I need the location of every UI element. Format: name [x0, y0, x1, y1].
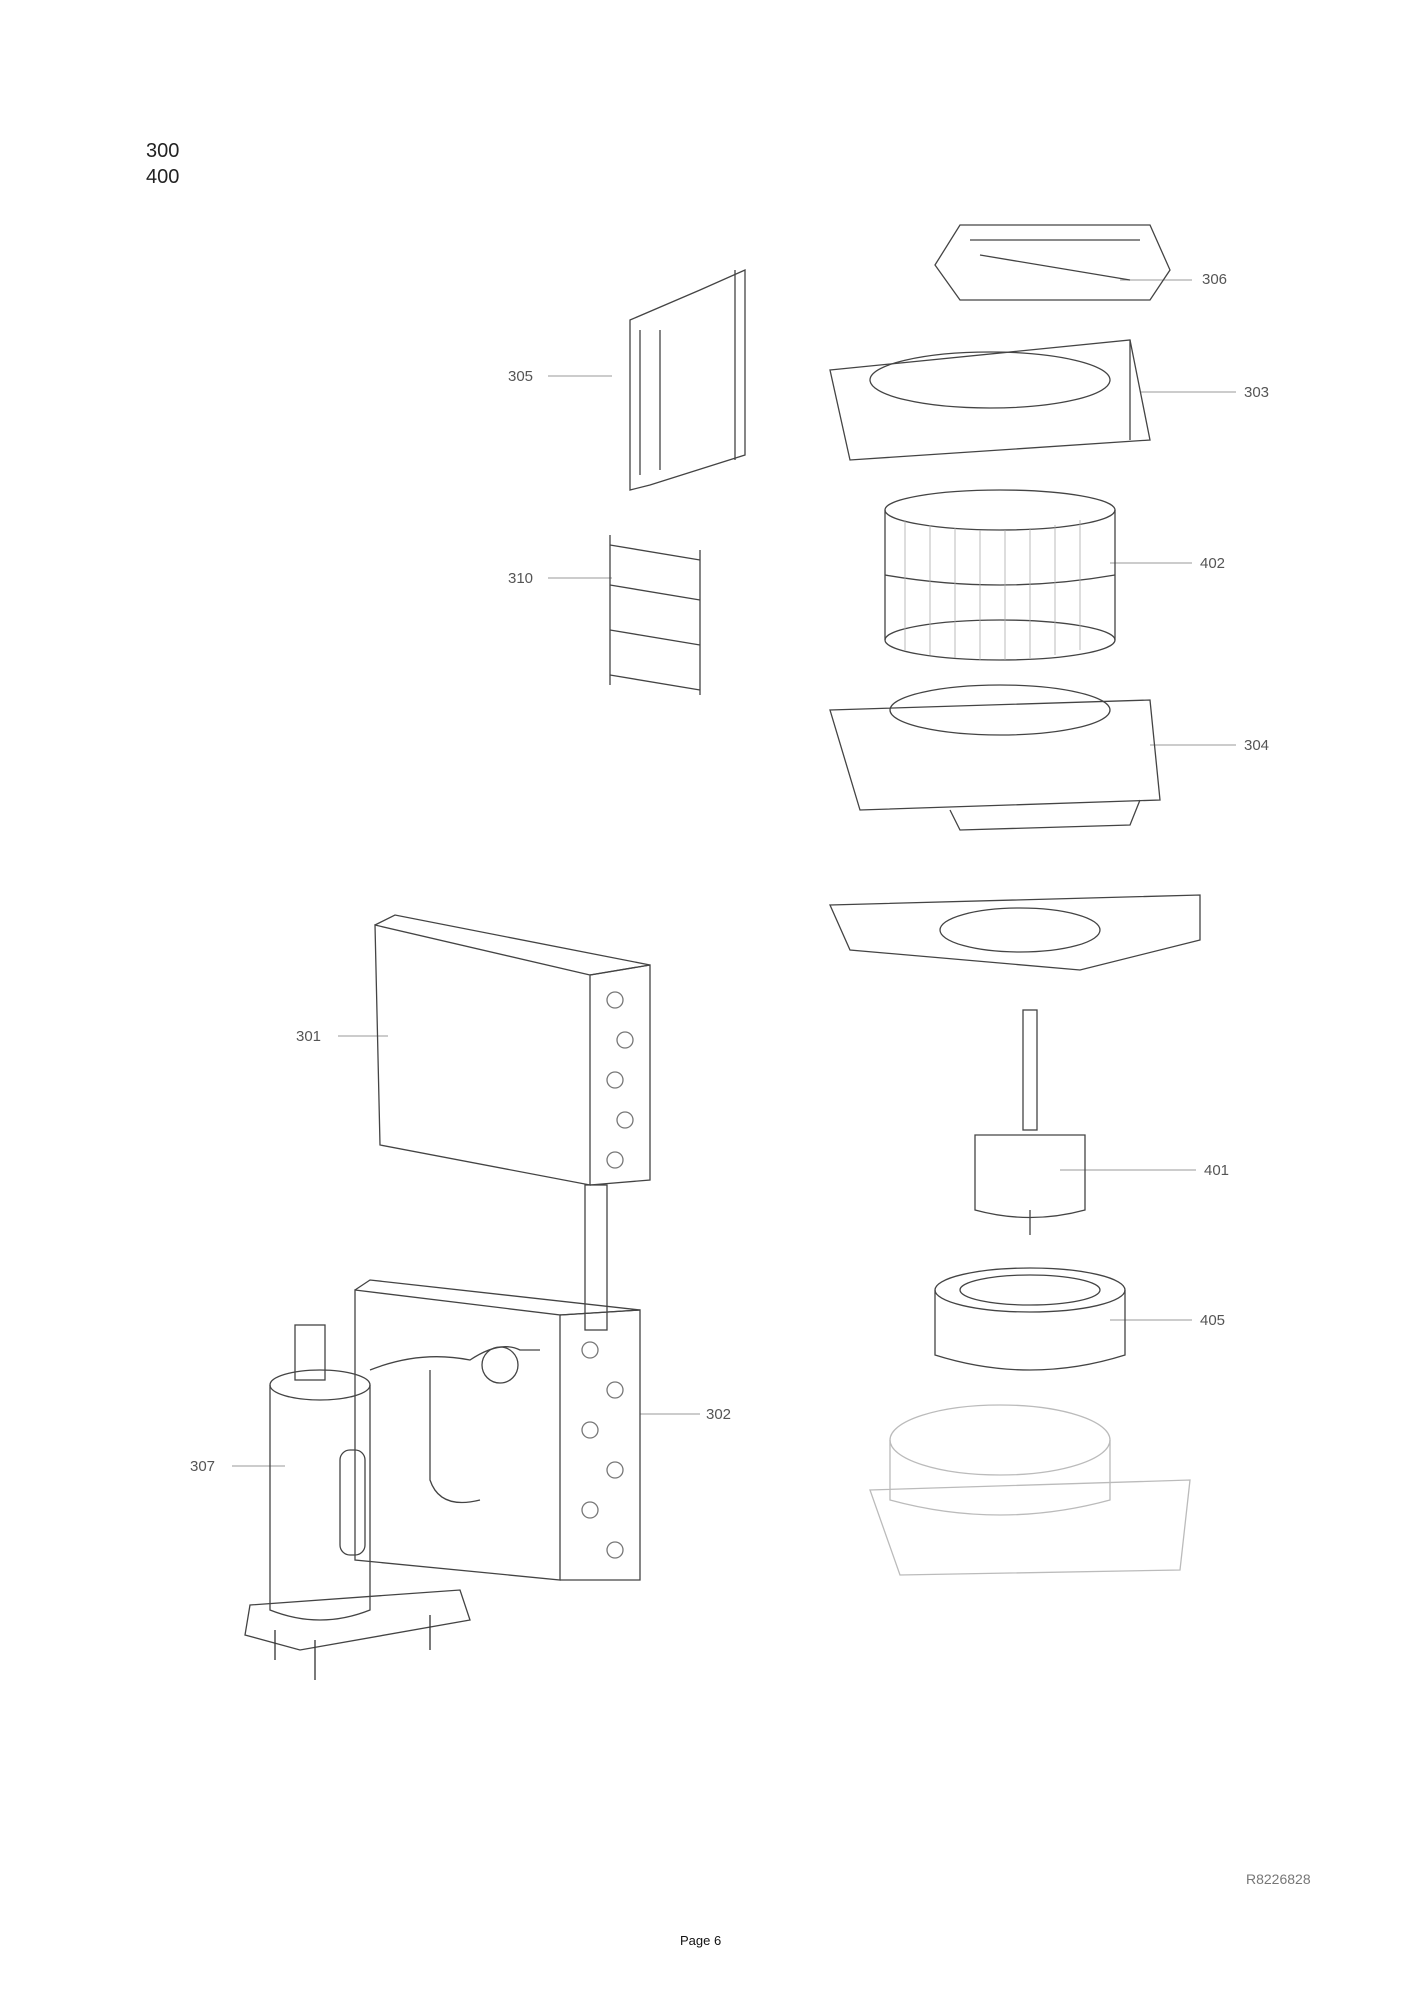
part-label-302: 302 — [706, 1406, 732, 1423]
part-303-drawing — [829, 339, 1151, 461]
part-301-drawing — [374, 914, 651, 1186]
part-310-drawing — [609, 535, 701, 695]
part-label-402: 402 — [1200, 555, 1226, 572]
part-402-drawing — [884, 489, 1116, 661]
bottom-housing-drawing — [869, 1404, 1191, 1576]
leader-lines — [232, 279, 1236, 1467]
drawing-reference-number: R8226828 — [1246, 1871, 1311, 1887]
part-label-401: 401 — [1204, 1162, 1230, 1179]
part-302-drawing — [354, 1184, 641, 1581]
part-label-310: 310 — [508, 570, 534, 587]
part-306-drawing — [934, 224, 1171, 301]
part-label-307: 307 — [190, 1458, 216, 1475]
part-305-drawing — [629, 268, 746, 491]
page-number: Page 6 — [680, 1933, 722, 1948]
part-label-405: 405 — [1200, 1312, 1226, 1329]
part-307-drawing — [244, 1324, 540, 1680]
part-304-drawing — [829, 684, 1161, 831]
group-number-300: 300 — [146, 140, 180, 162]
part-label-304: 304 — [1244, 737, 1270, 754]
part-label-301: 301 — [296, 1028, 322, 1045]
part-401-drawing — [974, 1009, 1086, 1235]
part-label-305: 305 — [508, 368, 534, 385]
base-frame-drawing — [829, 894, 1201, 971]
part-405-drawing — [934, 1267, 1126, 1371]
group-number-400: 400 — [146, 166, 180, 188]
part-label-303: 303 — [1244, 384, 1270, 401]
part-label-306: 306 — [1202, 271, 1228, 288]
